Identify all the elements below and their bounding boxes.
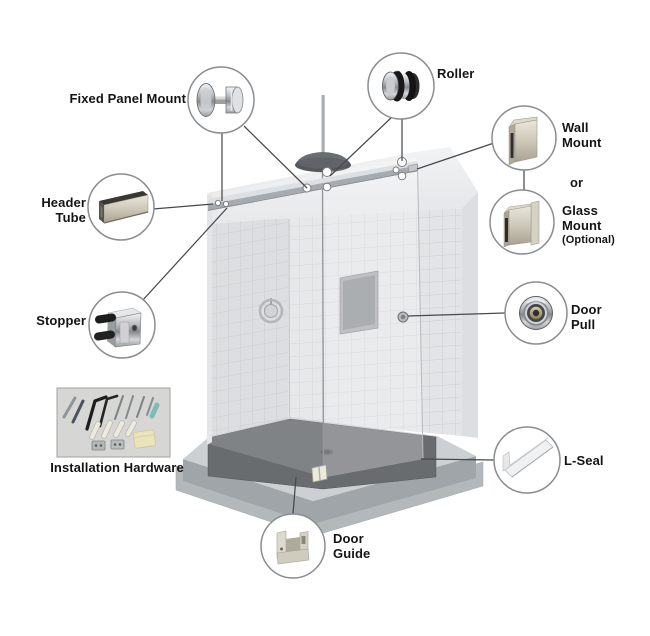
shower-head: [295, 95, 351, 173]
wall-mount-icon: [508, 116, 538, 166]
label-installation-hardware: Installation Hardware: [50, 460, 184, 475]
callout-lines: [141, 116, 525, 515]
door-guide-on-curb: [311, 464, 328, 483]
wall-niche: [339, 270, 379, 335]
installation-hardware-photo: [56, 387, 171, 458]
wall-corner-line: [288, 218, 291, 420]
bar-fittings: [214, 157, 407, 208]
roller-on-bar: [322, 167, 332, 177]
label-stopper: Stopper: [36, 313, 86, 328]
label-header-tube: Header Tube: [41, 195, 86, 225]
l-seal-icon: [502, 437, 554, 478]
right-wall-edge: [462, 192, 478, 438]
label-door-guide: Door Guide: [333, 531, 371, 561]
shower-illustration: [175, 95, 484, 537]
label-wall-mount: Wall Mount: [562, 120, 602, 150]
fixed-panel-mount-icon: [196, 83, 244, 117]
door-bottom-edge: [322, 457, 424, 478]
header-tube-icon: [99, 191, 149, 224]
stopper-icon: [94, 307, 142, 348]
door-pull-on-door: [397, 311, 409, 323]
shower-control-knob: [258, 298, 284, 324]
door-guide-icon: [276, 530, 310, 565]
label-or: or: [570, 175, 584, 190]
label-door-pull: Door Pull: [571, 302, 602, 332]
shower-base: [175, 417, 484, 537]
door-left-edge: [321, 171, 325, 478]
wall-mount-bracket: [407, 163, 419, 173]
header-bar: [207, 161, 419, 211]
label-glass-mount: Glass Mount: [562, 203, 602, 233]
label-roller: Roller: [437, 66, 475, 81]
roller-icon: [382, 69, 420, 102]
label-glass-mount-optional: (Optional): [562, 234, 615, 246]
door-pull-icon: [519, 296, 553, 330]
left-tiled-wall: [208, 218, 288, 446]
glass-panels: [207, 157, 424, 478]
shower-pan: [207, 418, 437, 490]
label-l-seal: L-Seal: [564, 453, 604, 468]
label-fixed-panel-mount: Fixed Panel Mount: [69, 91, 186, 106]
glass-mount-icon: [503, 200, 540, 248]
